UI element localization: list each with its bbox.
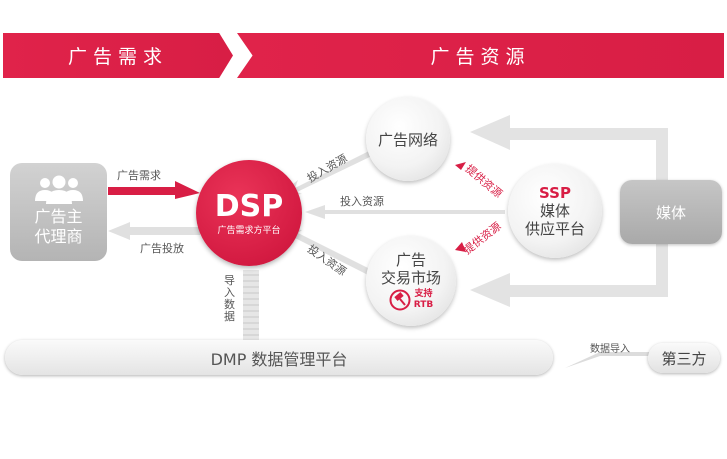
- delivery-arrow: [108, 222, 200, 240]
- media-label: 媒体: [655, 203, 686, 222]
- data-import-label: 数据导入: [590, 344, 630, 355]
- ssp-line1: 媒体: [539, 202, 570, 220]
- banner-ad-demand-title: 广告需求: [67, 46, 168, 68]
- ad-network-label: 广告网络: [377, 130, 438, 149]
- loop-arrow-bottom: [470, 212, 668, 307]
- third-party-box: 第三方: [648, 343, 720, 373]
- import-data-vertical-label: 导入数据: [224, 274, 235, 323]
- rtb-support-row: 支持 RTB: [389, 289, 434, 311]
- ssp-line2: 供应平台: [524, 220, 585, 238]
- demand-arrow: [108, 181, 200, 199]
- banner-ad-resource-title: 广告资源: [430, 46, 531, 68]
- ad-exchange-node: 广告 交易市场 支持 RTB: [366, 236, 456, 326]
- demand-arrow-label: 广告需求: [117, 169, 161, 182]
- provide-arrow-top-head: [455, 162, 466, 170]
- ad-network-node: 广告网络: [366, 97, 450, 181]
- rtb-badge-line1: 支持: [414, 289, 433, 299]
- dsp-title: DSP: [214, 188, 284, 224]
- invest-arrow-top: [278, 148, 378, 196]
- advertiser-label-line1: 广告主: [34, 207, 83, 226]
- people-group-icon: [34, 175, 83, 204]
- auction-gavel-icon: [389, 289, 411, 311]
- dmp-bar: DMP 数据管理平台: [5, 340, 553, 375]
- advertiser-label-line2: 代理商: [34, 227, 83, 246]
- ssp-title: SSP: [539, 184, 571, 202]
- invest-arrow-bottom: [280, 228, 372, 275]
- ad-exchange-line2: 交易市场: [380, 269, 441, 287]
- rtb-badge-line2: RTB: [413, 300, 434, 310]
- invest-mid-label: 投入资源: [340, 195, 384, 208]
- dsp-node: DSP 广告需求方平台: [196, 160, 302, 266]
- dsp-subtitle: 广告需求方平台: [217, 225, 281, 236]
- data-import-arrow: [565, 352, 650, 368]
- provide-arrow-bottom-head: [455, 242, 466, 252]
- banner-ad-resource: 广告资源: [237, 33, 724, 78]
- ssp-node: SSP 媒体 供应平台: [508, 164, 602, 258]
- import-data-bar: [243, 270, 259, 340]
- loop-arrow-top: [470, 115, 668, 212]
- dmp-label: DMP 数据管理平台: [210, 349, 348, 369]
- delivery-arrow-label: 广告投放: [140, 242, 184, 255]
- banner-ad-demand: 广告需求: [3, 33, 233, 78]
- invest-arrow-mid: [305, 205, 505, 219]
- ad-exchange-line1: 广告: [395, 251, 426, 269]
- third-party-label: 第三方: [661, 349, 707, 368]
- media-box: 媒体: [620, 180, 722, 244]
- advertiser-box: 广告主 代理商: [10, 163, 107, 261]
